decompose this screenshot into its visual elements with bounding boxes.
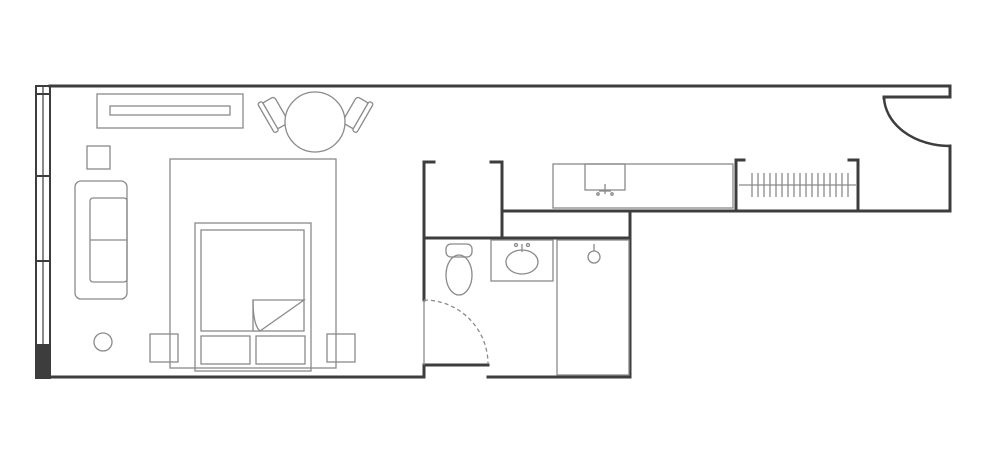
- toilet: [445, 243, 473, 296]
- bed: [169, 158, 337, 372]
- nightstand-left: [149, 333, 179, 363]
- wardrobe-rail: [739, 173, 856, 197]
- window-wall-left: [35, 85, 51, 379]
- nightstand-right: [326, 333, 356, 363]
- walls: [48, 84, 952, 379]
- bathroom-sink: [490, 239, 554, 282]
- dining-table-with-chairs: [257, 91, 374, 153]
- entry-door[interactable]: [882, 95, 951, 148]
- sofa: [74, 180, 128, 300]
- floor-lamp: [93, 332, 113, 352]
- kitchenette-counter: [552, 163, 734, 209]
- tv-console: [96, 93, 244, 129]
- side-table: [86, 145, 111, 170]
- bathroom-door[interactable]: [423, 299, 489, 365]
- shower: [556, 239, 630, 376]
